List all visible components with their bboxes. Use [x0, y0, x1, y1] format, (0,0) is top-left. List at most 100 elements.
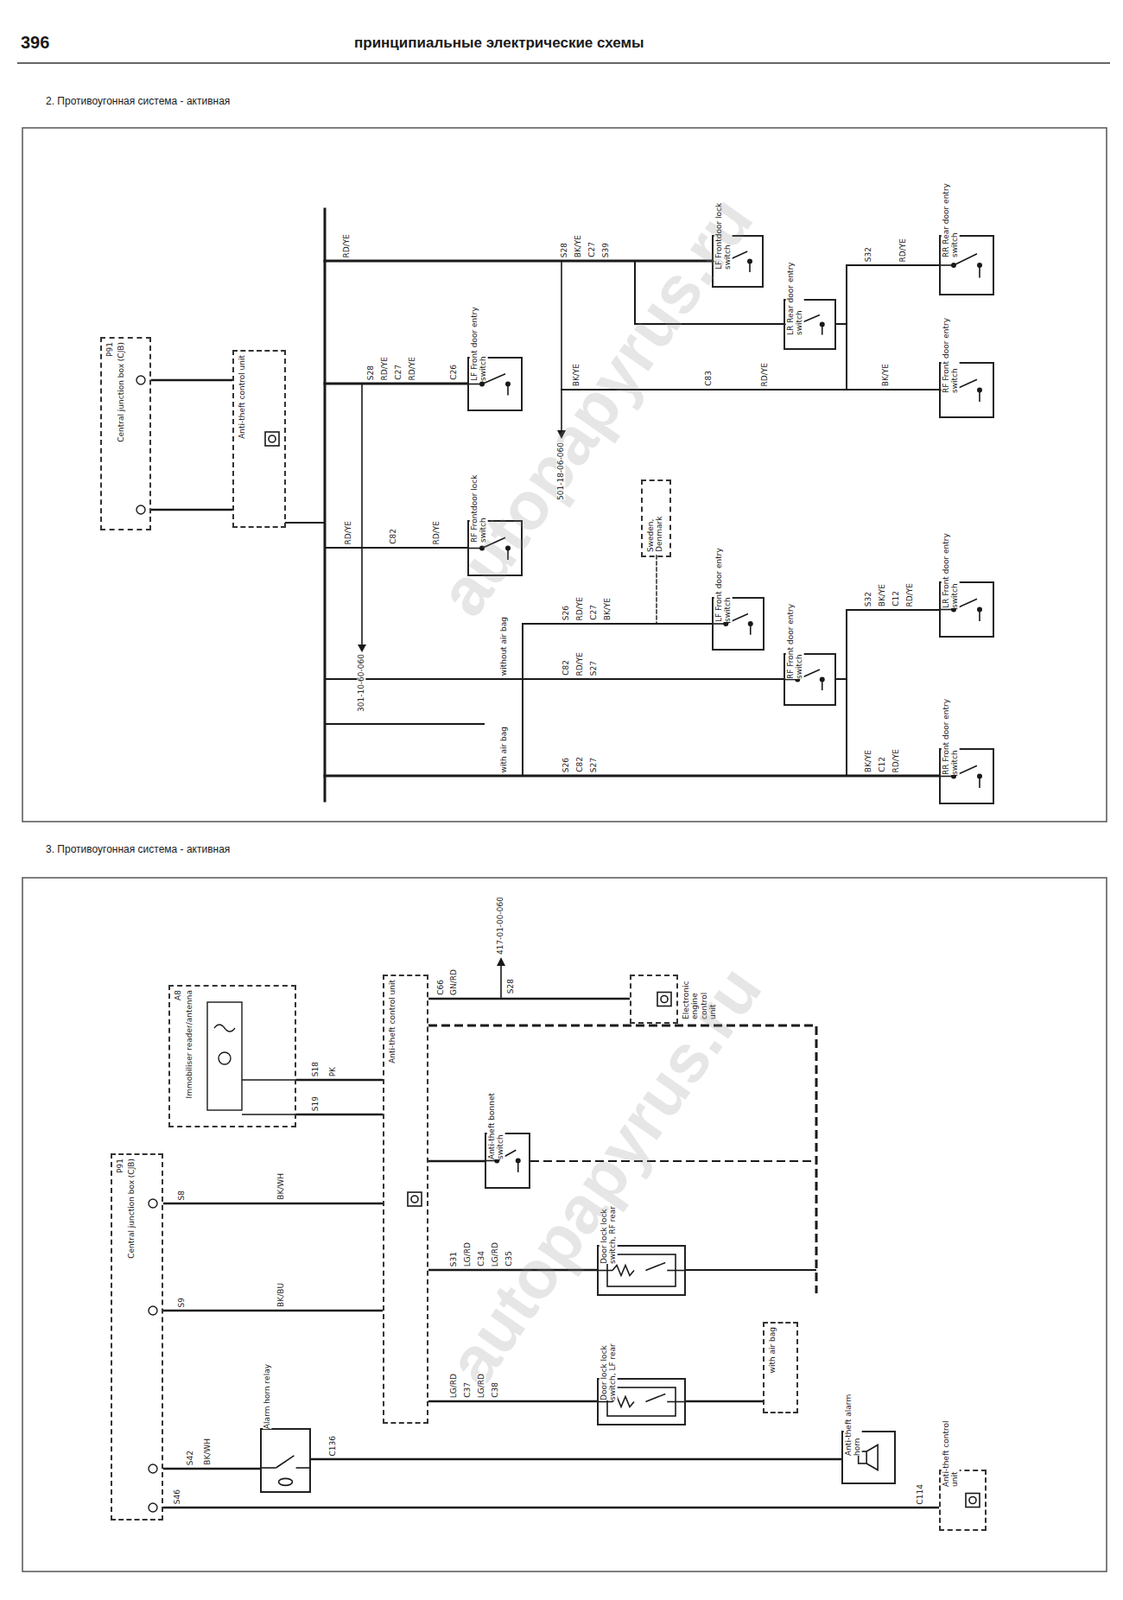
- wire-code: RD/YE: [575, 596, 584, 621]
- panel-frame: [22, 127, 1107, 822]
- panel-frame: [22, 877, 1107, 1572]
- connector-wire: [296, 1078, 383, 1081]
- reference-arrow: [361, 383, 363, 646]
- wire-code: 301-10-60-060: [356, 653, 366, 712]
- contact-dot: [820, 677, 825, 681]
- arrowhead: [496, 957, 506, 966]
- control-unit-box: Anti-theft control unit: [939, 1469, 987, 1531]
- connector-wire: [151, 508, 233, 511]
- wire-code: LG/RD: [449, 1373, 458, 1398]
- component-label: LF Front door entry switch: [469, 303, 489, 381]
- lock-housing: [607, 1254, 676, 1287]
- wire-code: C82: [561, 659, 571, 676]
- door-lock-switch: Door lock lock switch, RF rear: [596, 1244, 686, 1296]
- header-rule: [17, 62, 1111, 64]
- wire-code: C82: [388, 528, 398, 545]
- wire: [324, 723, 484, 725]
- wire-code: C35: [504, 1250, 514, 1267]
- component-label: Anti-theft control unit: [387, 979, 397, 1064]
- wire: [241, 1079, 297, 1115]
- switch-lead: [666, 1401, 685, 1403]
- component-label: LR Front door entry switch: [941, 526, 960, 609]
- switch-box: LF Front door entry switch: [711, 596, 765, 651]
- switch-lead: [598, 1269, 613, 1272]
- switch-box: LR Front door entry switch: [939, 581, 995, 638]
- fuse-symbol: [148, 1503, 158, 1512]
- wire-code: RD/YE: [575, 652, 584, 676]
- switch-lead: [598, 1401, 613, 1403]
- connector-wire: [428, 997, 630, 1000]
- wire-code: S39: [601, 242, 610, 258]
- wire-code: S42: [185, 1450, 195, 1466]
- module-icon: [411, 1195, 419, 1203]
- coil-symbol: [279, 1478, 293, 1485]
- wire-code: BK/YE: [571, 363, 581, 387]
- connector-wire: [163, 1202, 383, 1205]
- wire-code: S9: [177, 1297, 186, 1307]
- component-label: RF Front door entry switch: [941, 306, 960, 394]
- wire-code: S26: [561, 757, 571, 773]
- wire-code: C114: [915, 1484, 925, 1504]
- page-number: 396: [20, 32, 50, 53]
- module-icon: [969, 1497, 977, 1504]
- section-title: 2. Противоугонная система - активная: [45, 95, 230, 108]
- relay-box: Alarm horn relay: [260, 1427, 311, 1493]
- module-icon: [965, 1493, 980, 1508]
- switch-contact: [645, 1262, 666, 1271]
- switch-lead: [296, 1466, 310, 1469]
- control-unit-box: Anti-theft control unit: [232, 349, 286, 528]
- switch-lead: [261, 1466, 277, 1469]
- wire-code: S32: [863, 591, 873, 607]
- component-code: P91: [115, 1158, 125, 1174]
- contact-dot: [748, 621, 753, 626]
- wire: [324, 382, 468, 386]
- component-label: RR Front door entry switch: [941, 692, 960, 775]
- component-label: Anti-theft alarm horn: [843, 1377, 863, 1456]
- coil-symbol: [612, 1265, 635, 1276]
- wire-code: BK/YE: [602, 597, 612, 621]
- component-label: Immobiliser reader/antenna: [184, 989, 194, 1098]
- panel-one-wires: [285, 209, 940, 801]
- wire-code: BK/YE: [863, 749, 873, 773]
- switch-box: RF Front door entry switch: [783, 653, 837, 706]
- wire-code: RD/YE: [760, 362, 769, 387]
- contact-dot: [516, 1158, 521, 1162]
- wire-code: S46: [172, 1489, 182, 1504]
- contact-dot: [977, 263, 982, 267]
- antenna-module: [207, 1002, 242, 1111]
- alarm-horn: Anti-theft alarm horn: [841, 1430, 896, 1485]
- component-symbol: [101, 338, 150, 529]
- component-label: RF Front door entry switch: [786, 601, 805, 679]
- wire-code: RD/YE: [898, 238, 908, 262]
- component-label: Sweden, Denmark: [646, 484, 665, 552]
- wire-code: C34: [476, 1250, 486, 1267]
- wire-code: S27: [589, 757, 598, 773]
- component-symbol: [112, 1154, 162, 1519]
- component-label: with air bag: [767, 1326, 777, 1373]
- frames: [17, 63, 1111, 1572]
- wire-code: with air bag: [499, 726, 508, 773]
- wire-code: S27: [589, 660, 598, 676]
- connector-wire: [296, 1113, 383, 1116]
- fuse-symbol: [148, 1464, 158, 1473]
- component-label: Central junction box (CJB): [116, 342, 126, 443]
- fuse-symbol: [148, 1199, 158, 1208]
- switch-box: Anti-theft bonnet switch: [484, 1132, 531, 1189]
- wire-code: GN/RD: [449, 969, 458, 996]
- fuse-symbols: [136, 375, 158, 1512]
- component-label: RR Rear door entry switch: [941, 175, 960, 258]
- wire: [324, 546, 468, 549]
- wire-code: BK/YE: [881, 363, 890, 387]
- wire-code: RD/YE: [905, 583, 914, 607]
- wire-code: C82: [575, 756, 584, 773]
- wire-code: S28: [366, 365, 375, 381]
- contact-dot: [977, 387, 982, 392]
- wire-code: LG/RD: [463, 1242, 472, 1267]
- wire-code: RD/YE: [380, 356, 389, 381]
- control-unit-box: P91Central junction box (CJB): [100, 336, 152, 531]
- connector-wire: [163, 1506, 940, 1509]
- wire-code: S18: [310, 1061, 320, 1077]
- switch-box: RR Rear door entry switch: [939, 234, 995, 296]
- control-unit-box: Sweden, Denmark: [640, 479, 672, 558]
